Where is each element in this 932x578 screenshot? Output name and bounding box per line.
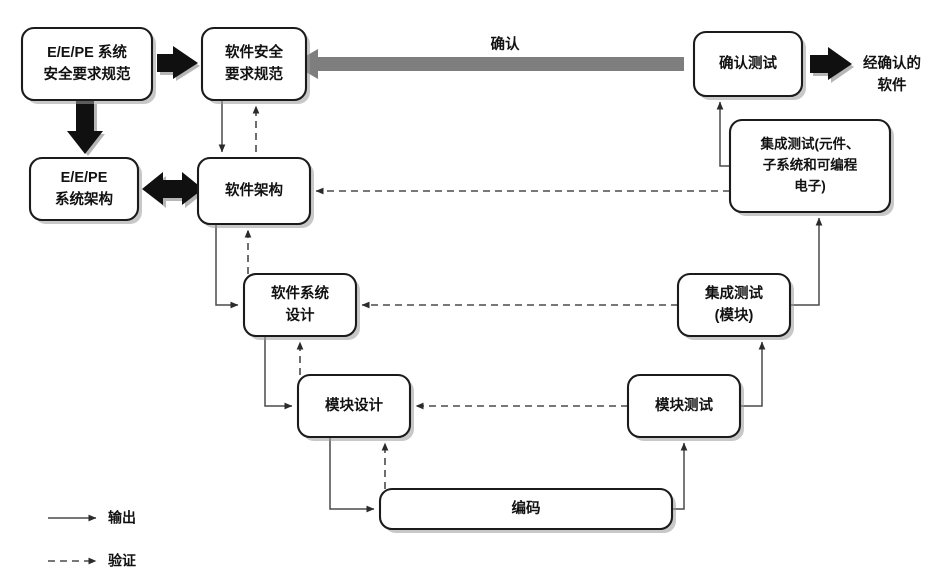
box-outline bbox=[196, 156, 312, 226]
coding-box[interactable]: 编码 bbox=[378, 487, 676, 533]
box-label-line: 模块测试 bbox=[655, 396, 713, 414]
validated-software-label-line: 经确认的 bbox=[863, 54, 921, 72]
box-outline bbox=[28, 156, 140, 222]
box-label-line: 软件架构 bbox=[225, 181, 283, 199]
edge-module-testing-to-integration-module bbox=[740, 341, 766, 407]
box-label-line: 电子) bbox=[794, 178, 826, 194]
edge-system-design-to-module-design bbox=[264, 336, 293, 410]
box-label-line: 设计 bbox=[286, 306, 315, 324]
legend-output-label: 输出 bbox=[108, 510, 136, 526]
box-label-line: 集成测试(元件、 bbox=[760, 136, 860, 152]
module-testing-box[interactable]: 模块测试 bbox=[626, 373, 744, 441]
edge-module-design-to-coding bbox=[329, 437, 375, 513]
box-outline bbox=[378, 487, 674, 531]
edge-integration-module-to-integration-components bbox=[790, 217, 823, 306]
box-outline bbox=[626, 373, 742, 439]
legend: 输出 验证 bbox=[48, 510, 136, 569]
box-label-line: 编码 bbox=[512, 499, 541, 517]
box-label-line: (模块) bbox=[715, 306, 754, 324]
box-label-line: E/E/PE bbox=[61, 170, 108, 186]
box-label-line: 模块设计 bbox=[325, 396, 383, 414]
verification-connectors bbox=[244, 105, 730, 489]
block-arrow-to-validated-software bbox=[810, 47, 854, 83]
box-outline bbox=[692, 30, 804, 98]
software-architecture-box[interactable]: 软件架构 bbox=[196, 156, 314, 228]
box-outline bbox=[728, 118, 892, 214]
edge-architecture-to-system-design bbox=[215, 224, 239, 309]
box-outline bbox=[242, 272, 358, 338]
block-arrow-eepe-arch-to-software-arch bbox=[142, 172, 205, 208]
block-arrow-eepe-to-software-req bbox=[157, 46, 200, 81]
integration-testing-module-box[interactable]: 集成测试 (模块) bbox=[676, 272, 794, 340]
box-outline bbox=[200, 26, 308, 102]
validation-block-arrow bbox=[292, 49, 684, 79]
block-arrows bbox=[67, 46, 854, 208]
box-label-line: 安全要求规范 bbox=[44, 65, 131, 83]
box-outline bbox=[296, 373, 412, 439]
box-label-line: 系统架构 bbox=[55, 190, 113, 208]
module-design-box[interactable]: 模块设计 bbox=[296, 373, 414, 441]
nodes-layer: E/E/PE 系统安全要求规范软件安全要求规范E/E/PE系统架构软件架构软件系… bbox=[20, 26, 894, 533]
box-label-line: E/E/PE 系统 bbox=[47, 43, 127, 61]
box-label-line: 集成测试 bbox=[704, 284, 763, 302]
box-label-line: 软件系统 bbox=[271, 284, 329, 302]
box-outline bbox=[676, 272, 792, 338]
box-label-line: 软件安全 bbox=[225, 43, 283, 61]
edge-integration-components-to-validation-testing bbox=[716, 101, 730, 167]
eepe-system-architecture-box[interactable]: E/E/PE 系统架构 bbox=[28, 156, 142, 224]
box-label-line: 确认测试 bbox=[719, 54, 777, 72]
block-arrow-eepe-req-to-eepe-arch bbox=[67, 101, 105, 156]
box-label-line: 子系统和可编程 bbox=[763, 157, 858, 173]
box-outline bbox=[20, 26, 154, 102]
box-label-line: 要求规范 bbox=[225, 65, 283, 83]
validated-software-label-line: 软件 bbox=[878, 76, 907, 94]
validation-testing-box[interactable]: 确认测试 bbox=[692, 30, 806, 100]
output-connectors bbox=[215, 100, 823, 513]
validation-edge-label: 确认 bbox=[491, 35, 520, 53]
legend-verification-label: 验证 bbox=[108, 553, 136, 569]
